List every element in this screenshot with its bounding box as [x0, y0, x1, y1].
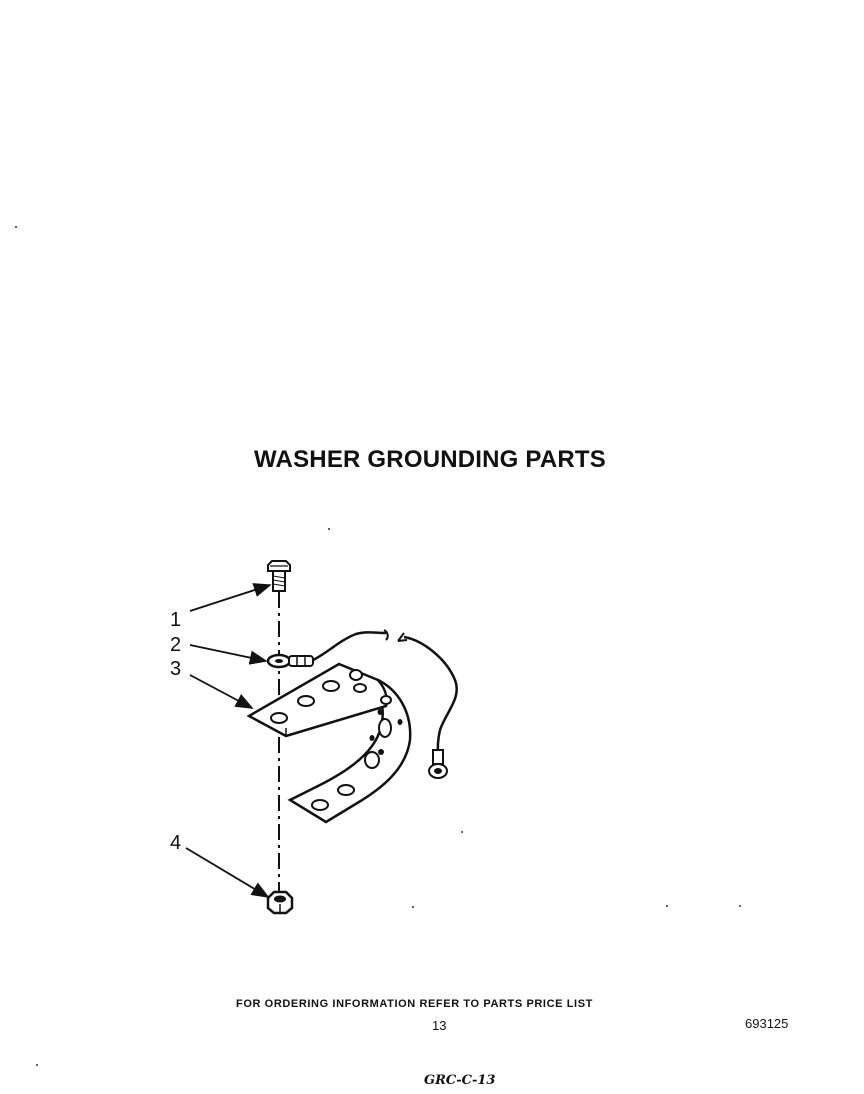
grounding-strap-icon	[246, 662, 412, 824]
leader-arrow-3	[189, 674, 254, 709]
scan-speck	[36, 1064, 38, 1066]
leader-arrow-1	[189, 583, 272, 612]
scan-speck	[412, 906, 414, 908]
scan-speck	[666, 905, 668, 907]
handwritten-note: GRC-C-13	[424, 1073, 496, 1088]
scan-speck	[461, 831, 463, 833]
grounding-wire-icon	[288, 629, 458, 779]
callout-label-3: 3	[170, 658, 181, 680]
callout-label-1: 1	[170, 609, 181, 631]
document-number: 693125	[745, 1016, 789, 1031]
screw-icon	[267, 560, 291, 592]
callout-label-2: 2	[170, 634, 181, 656]
scan-speck	[739, 905, 741, 907]
ordering-note: FOR ORDERING INFORMATION REFER TO PARTS …	[236, 998, 593, 1010]
callout-label-4: 4	[170, 832, 181, 854]
page-number: 13	[432, 1018, 447, 1033]
washer-icon	[266, 653, 292, 669]
nut-icon	[266, 890, 294, 915]
scan-speck	[15, 226, 17, 228]
scan-speck	[328, 528, 330, 530]
leader-arrow-4	[185, 847, 270, 898]
page-title: WASHER GROUNDING PARTS	[254, 446, 606, 473]
leader-arrow-2	[189, 644, 268, 665]
